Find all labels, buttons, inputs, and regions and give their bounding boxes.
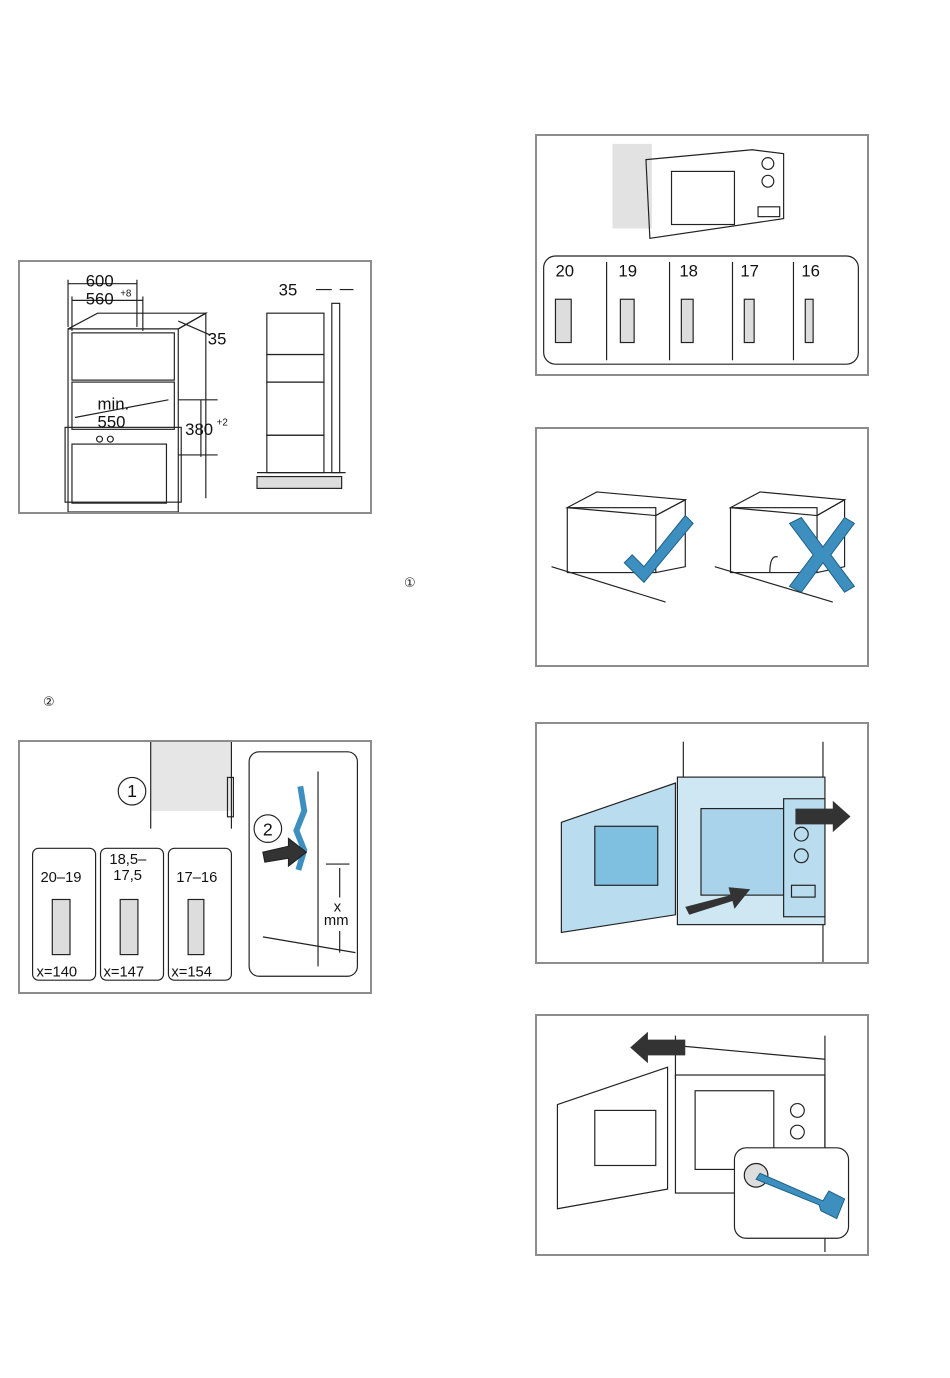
arrow-left-icon — [630, 1032, 685, 1063]
thickness-19: 19 — [618, 262, 637, 281]
cable-routing-drawing — [537, 429, 867, 665]
hinge-spacer-figure: 1 2 20–19 x=140 18,5– 17,5 x=147 17–16 x… — [18, 740, 372, 994]
callout-1: 1 — [127, 781, 137, 801]
callout-2: 2 — [263, 820, 273, 840]
box-2-top2: 17,5 — [113, 868, 142, 884]
box-1-top: 20–19 — [40, 870, 81, 886]
dim-35-side: 35 — [279, 280, 298, 299]
front-thickness-drawing: 20 19 18 17 16 — [537, 136, 867, 374]
insert-appliance-drawing — [537, 724, 867, 962]
box-1-bottom: x=140 — [37, 964, 78, 980]
thickness-18: 18 — [679, 262, 698, 281]
dim-380: 380 — [185, 420, 213, 439]
thickness-17: 17 — [740, 262, 759, 281]
insert-appliance-figure — [535, 722, 869, 964]
screw-fixing-figure — [535, 1014, 869, 1256]
dim-600: 600 — [86, 272, 114, 291]
dim-550: 550 — [98, 412, 126, 431]
hinge-spacer-drawing: 1 2 20–19 x=140 18,5– 17,5 x=147 17–16 x… — [20, 742, 370, 992]
step-marker-2: ② — [43, 695, 55, 710]
mm-label: mm — [324, 913, 349, 929]
front-thickness-figure: 20 19 18 17 16 — [535, 134, 869, 376]
niche-dimensions-drawing: 600 560 +8 35 min. 550 380 +2 35 — [20, 262, 370, 512]
dim-560: 560 — [86, 289, 114, 308]
screw-fixing-drawing — [537, 1016, 867, 1254]
cable-routing-figure — [535, 427, 869, 667]
dim-min: min. — [98, 395, 130, 414]
dim-380-sup: +2 — [217, 417, 228, 428]
dim-35-top: 35 — [208, 330, 227, 349]
box-3-bottom: x=154 — [171, 964, 212, 980]
step-marker-1: ① — [404, 576, 416, 591]
box-3-top: 17–16 — [176, 870, 217, 886]
box-2-top: 18,5– — [109, 852, 147, 868]
thickness-20: 20 — [555, 262, 574, 281]
box-2-bottom: x=147 — [103, 964, 144, 980]
niche-dimensions-figure: 600 560 +8 35 min. 550 380 +2 35 — [18, 260, 372, 514]
dim-560-sup: +8 — [120, 288, 132, 299]
thickness-16: 16 — [801, 262, 820, 281]
